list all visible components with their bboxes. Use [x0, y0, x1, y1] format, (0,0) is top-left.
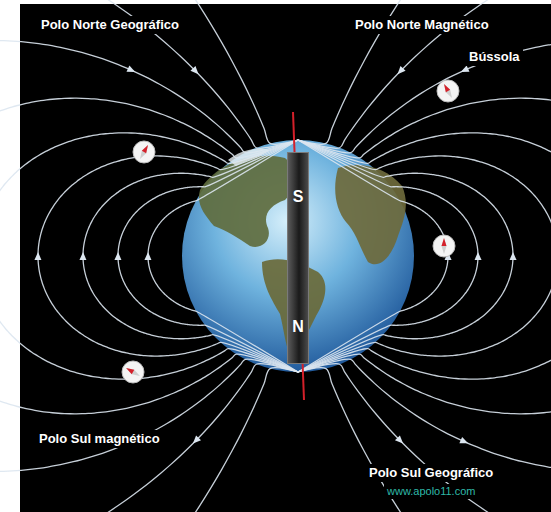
field-line — [83, 140, 298, 372]
field-line — [0, 0, 298, 512]
field-line — [298, 0, 551, 512]
compass-needle — [138, 144, 150, 160]
field-arrow — [395, 66, 406, 77]
pole-letter: N — [288, 319, 308, 335]
field-arrow — [395, 435, 406, 446]
compass-needle — [442, 238, 447, 254]
field-arrow — [459, 65, 469, 75]
field-line — [118, 140, 298, 372]
compass-body — [133, 141, 155, 163]
watermark: www.apolo11.com — [384, 484, 478, 499]
background — [20, 4, 551, 512]
field-line — [298, 140, 513, 372]
field-arrow — [190, 435, 201, 446]
field-line — [298, 140, 551, 372]
compass-body — [437, 80, 459, 102]
compass-needle — [125, 366, 141, 378]
compass-needle-tip — [125, 366, 134, 374]
pole-label: Polo Norte Geográfico — [38, 16, 182, 34]
compass-needle-tip — [142, 144, 150, 153]
compass — [437, 80, 459, 102]
compass — [122, 361, 144, 383]
field-arrow — [34, 252, 41, 260]
field-arrow — [114, 252, 121, 260]
earth-globe — [182, 140, 414, 372]
pole-label: Polo Sul magnético — [36, 430, 163, 448]
field-arrow — [459, 437, 469, 447]
compass-needle — [442, 83, 454, 99]
compass-needle-tip — [442, 83, 450, 92]
compass-body — [433, 235, 455, 257]
field-line — [298, 133, 551, 379]
field-line — [298, 40, 551, 471]
pole-label: Polo Norte Magnético — [352, 16, 492, 34]
field-line — [298, 0, 551, 512]
continent — [199, 156, 295, 247]
field-line — [298, 140, 478, 372]
compass-needle-tip — [442, 238, 447, 246]
compass-body — [122, 361, 144, 383]
field-line — [298, 140, 448, 372]
field-line — [298, 98, 551, 414]
field-arrow — [79, 252, 86, 260]
field-line — [148, 140, 298, 372]
bar-magnet: SN — [287, 152, 309, 364]
field-arrow — [509, 252, 516, 260]
field-arrow — [474, 252, 481, 260]
compass-label: Bússola — [466, 48, 523, 66]
earth — [182, 140, 414, 372]
field-line — [38, 140, 298, 372]
pole-letter: S — [288, 189, 308, 205]
field-line — [0, 133, 298, 379]
pole-label: Polo Sul Geográfico — [366, 464, 496, 482]
continent — [335, 165, 406, 264]
field-arrow — [126, 65, 136, 75]
field-arrow — [144, 252, 151, 260]
compass — [433, 235, 455, 257]
field-line — [0, 0, 298, 512]
compass — [133, 141, 155, 163]
compasses — [122, 80, 459, 383]
field-arrow — [190, 66, 201, 77]
